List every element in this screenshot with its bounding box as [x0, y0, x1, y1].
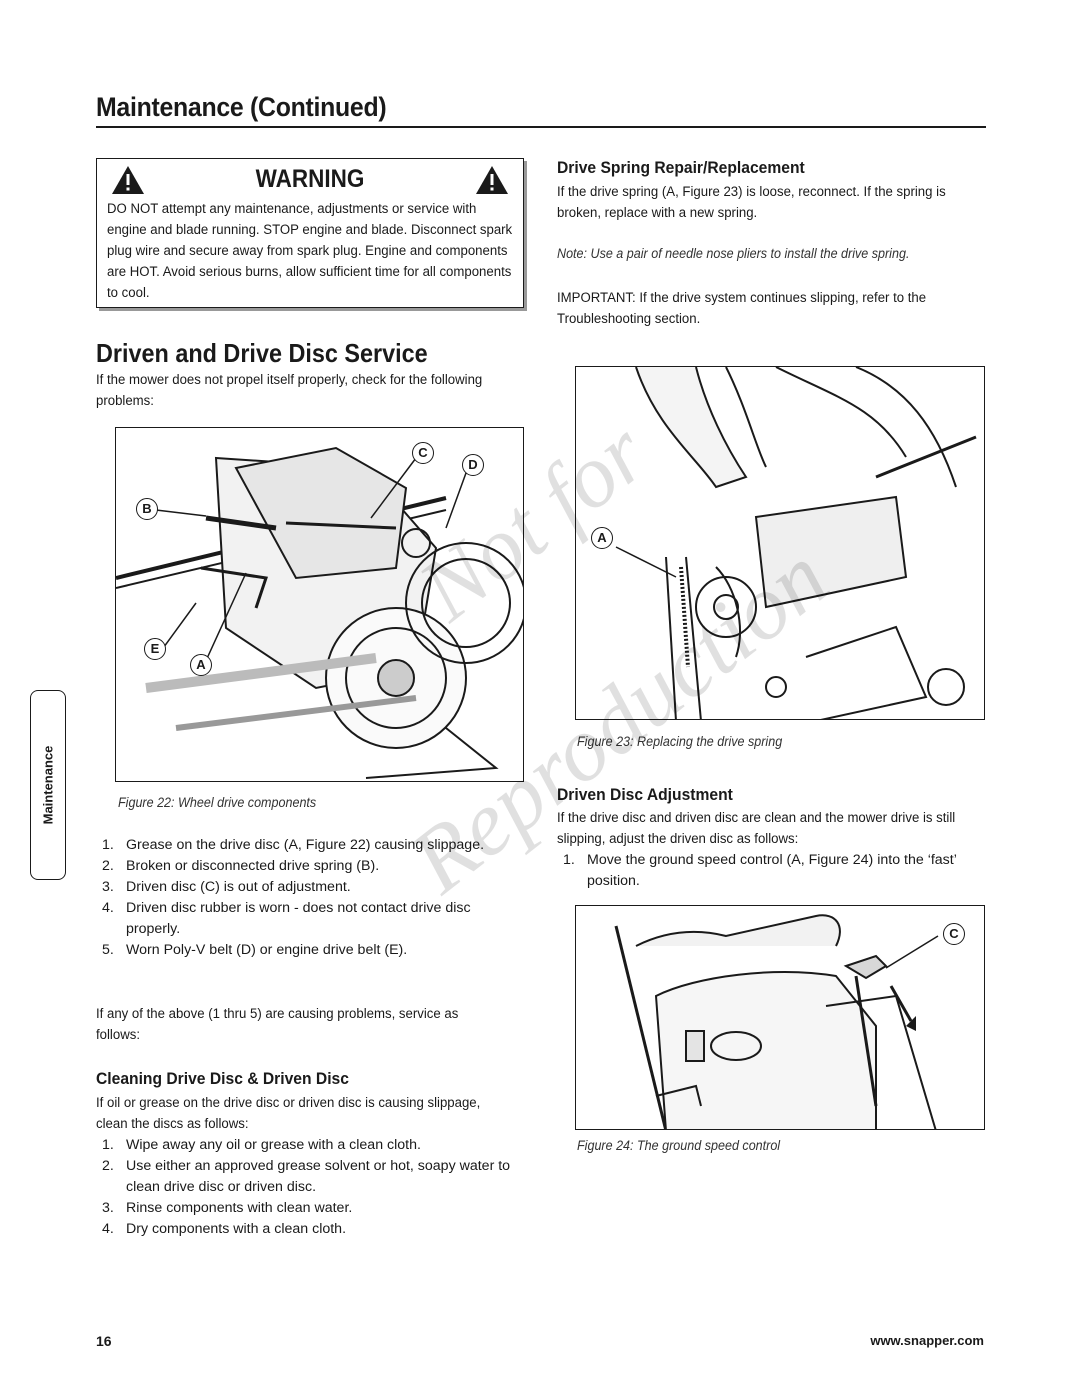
callout-d: D [462, 454, 484, 476]
drive-spring-text: If the drive spring (A, Figure 23) is lo… [557, 184, 946, 221]
section-title-driven-adjust: Driven Disc Adjustment [557, 785, 733, 804]
warning-text: DO NOT attempt any maintenance, adjustme… [107, 201, 513, 301]
website-url: www.snapper.com [870, 1333, 984, 1348]
drive-spring-note: Note: Use a pair of needle nose pliers t… [557, 246, 910, 261]
drive-spring-illustration [615, 367, 977, 719]
figure-22-caption: Figure 22: Wheel drive components [118, 795, 317, 810]
callout-c: C [943, 923, 965, 945]
warning-triangle-icon [112, 166, 144, 194]
section-title-driven-service: Driven and Drive Disc Service [96, 338, 428, 368]
section-title-cleaning: Cleaning Drive Disc & Driven Disc [96, 1069, 349, 1088]
figure-24-ground-speed: C [575, 905, 985, 1130]
side-tab-maintenance: Maintenance [30, 690, 66, 880]
wheel-drive-illustration [116, 446, 523, 779]
callout-a: A [591, 527, 613, 549]
list-item: 1.Wipe away any oil or grease with a cle… [102, 1137, 421, 1153]
driven-adjust-text: If the drive disc and driven disc are cl… [557, 810, 956, 847]
header-rule [96, 126, 986, 128]
problems-list: 1.Grease on the drive disc (A, Figure 22… [96, 835, 526, 961]
drive-spring-important: IMPORTANT: If the drive system continues… [557, 290, 927, 327]
callout-c: C [412, 442, 434, 464]
figure-22-wheel-drive: C D B E A [115, 427, 524, 782]
figure-23-caption: Figure 23: Replacing the drive spring [577, 734, 783, 749]
driven-adjust-steps: 1.Move the ground speed control (A, Figu… [557, 850, 987, 892]
list-item: 1.Grease on the drive disc (A, Figure 22… [102, 837, 485, 853]
ground-speed-illustration [614, 914, 939, 1129]
list-item: 4.Driven disc rubber is worn - does not … [102, 900, 471, 937]
list-item: 2.Use either an approved grease solvent … [102, 1158, 511, 1195]
cleaning-steps: 1.Wipe away any oil or grease with a cle… [96, 1135, 526, 1240]
callout-e: E [144, 638, 166, 660]
list-item: 3.Driven disc (C) is out of adjustment. [102, 879, 351, 895]
section-title-drive-spring: Drive Spring Repair/Replacement [557, 158, 805, 177]
warning-box: WARNING DO NOT attempt any maintenance, … [96, 158, 524, 308]
figure-24-caption: Figure 24: The ground speed control [577, 1138, 781, 1153]
page-title: Maintenance (Continued) [96, 92, 387, 122]
side-tab-label: Maintenance [40, 745, 56, 825]
page-number: 16 [96, 1333, 112, 1349]
warning-title: WARNING [255, 165, 365, 193]
list-item: 3.Rinse components with clean water. [102, 1200, 353, 1216]
followup-text: If any of the above (1 thru 5) are causi… [96, 1006, 459, 1043]
list-item: 4.Dry components with a clean cloth. [102, 1221, 347, 1237]
section-intro: If the mower does not propel itself prop… [96, 372, 483, 409]
figure-23-drive-spring: A [575, 366, 985, 720]
list-item: 5.Worn Poly-V belt (D) or engine drive b… [102, 942, 408, 958]
callout-b: B [136, 498, 158, 520]
list-item: 1.Move the ground speed control (A, Figu… [563, 852, 957, 889]
list-item: 2.Broken or disconnected drive spring (B… [102, 858, 380, 874]
warning-triangle-icon [476, 166, 508, 194]
cleaning-intro: If oil or grease on the drive disc or dr… [96, 1095, 481, 1132]
callout-a: A [190, 654, 212, 676]
